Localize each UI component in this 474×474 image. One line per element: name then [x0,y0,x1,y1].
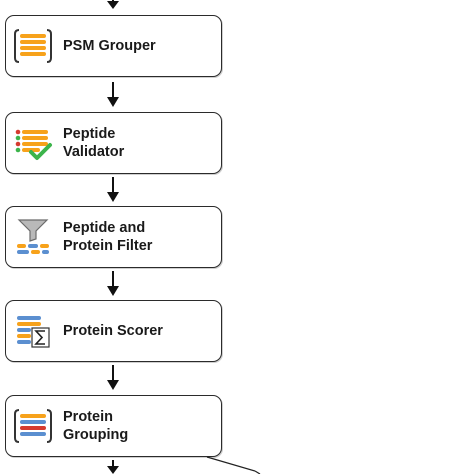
funnel-icon [11,215,55,259]
arrow-2 [107,177,119,202]
node-label: Protein Grouping [63,409,129,443]
node-label: PSM Grouper [63,38,156,54]
arrow-5 [107,460,119,474]
sum-icon [11,309,55,353]
node-psm-grouper[interactable]: PSM Grouper [5,15,222,77]
grouped-list-icon [11,404,55,448]
validated-list-icon [11,121,55,165]
node-protein-grouping[interactable]: Protein Grouping [5,395,222,457]
node-label: Protein Scorer [63,323,163,339]
branch-connector [206,456,261,474]
list-icon [11,24,55,68]
arrow-1 [107,82,119,107]
node-protein-scorer[interactable]: Protein Scorer [5,300,222,362]
node-peptide-validator[interactable]: Peptide Validator [5,112,222,174]
node-peptide-protein-filter[interactable]: Peptide and Protein Filter [5,206,222,268]
arrow-3 [107,271,119,296]
node-label: Peptide and Protein Filter [63,220,153,254]
arrow-into-psm-grouper [107,0,119,9]
arrow-4 [107,365,119,390]
node-label: Peptide Validator [63,126,125,160]
